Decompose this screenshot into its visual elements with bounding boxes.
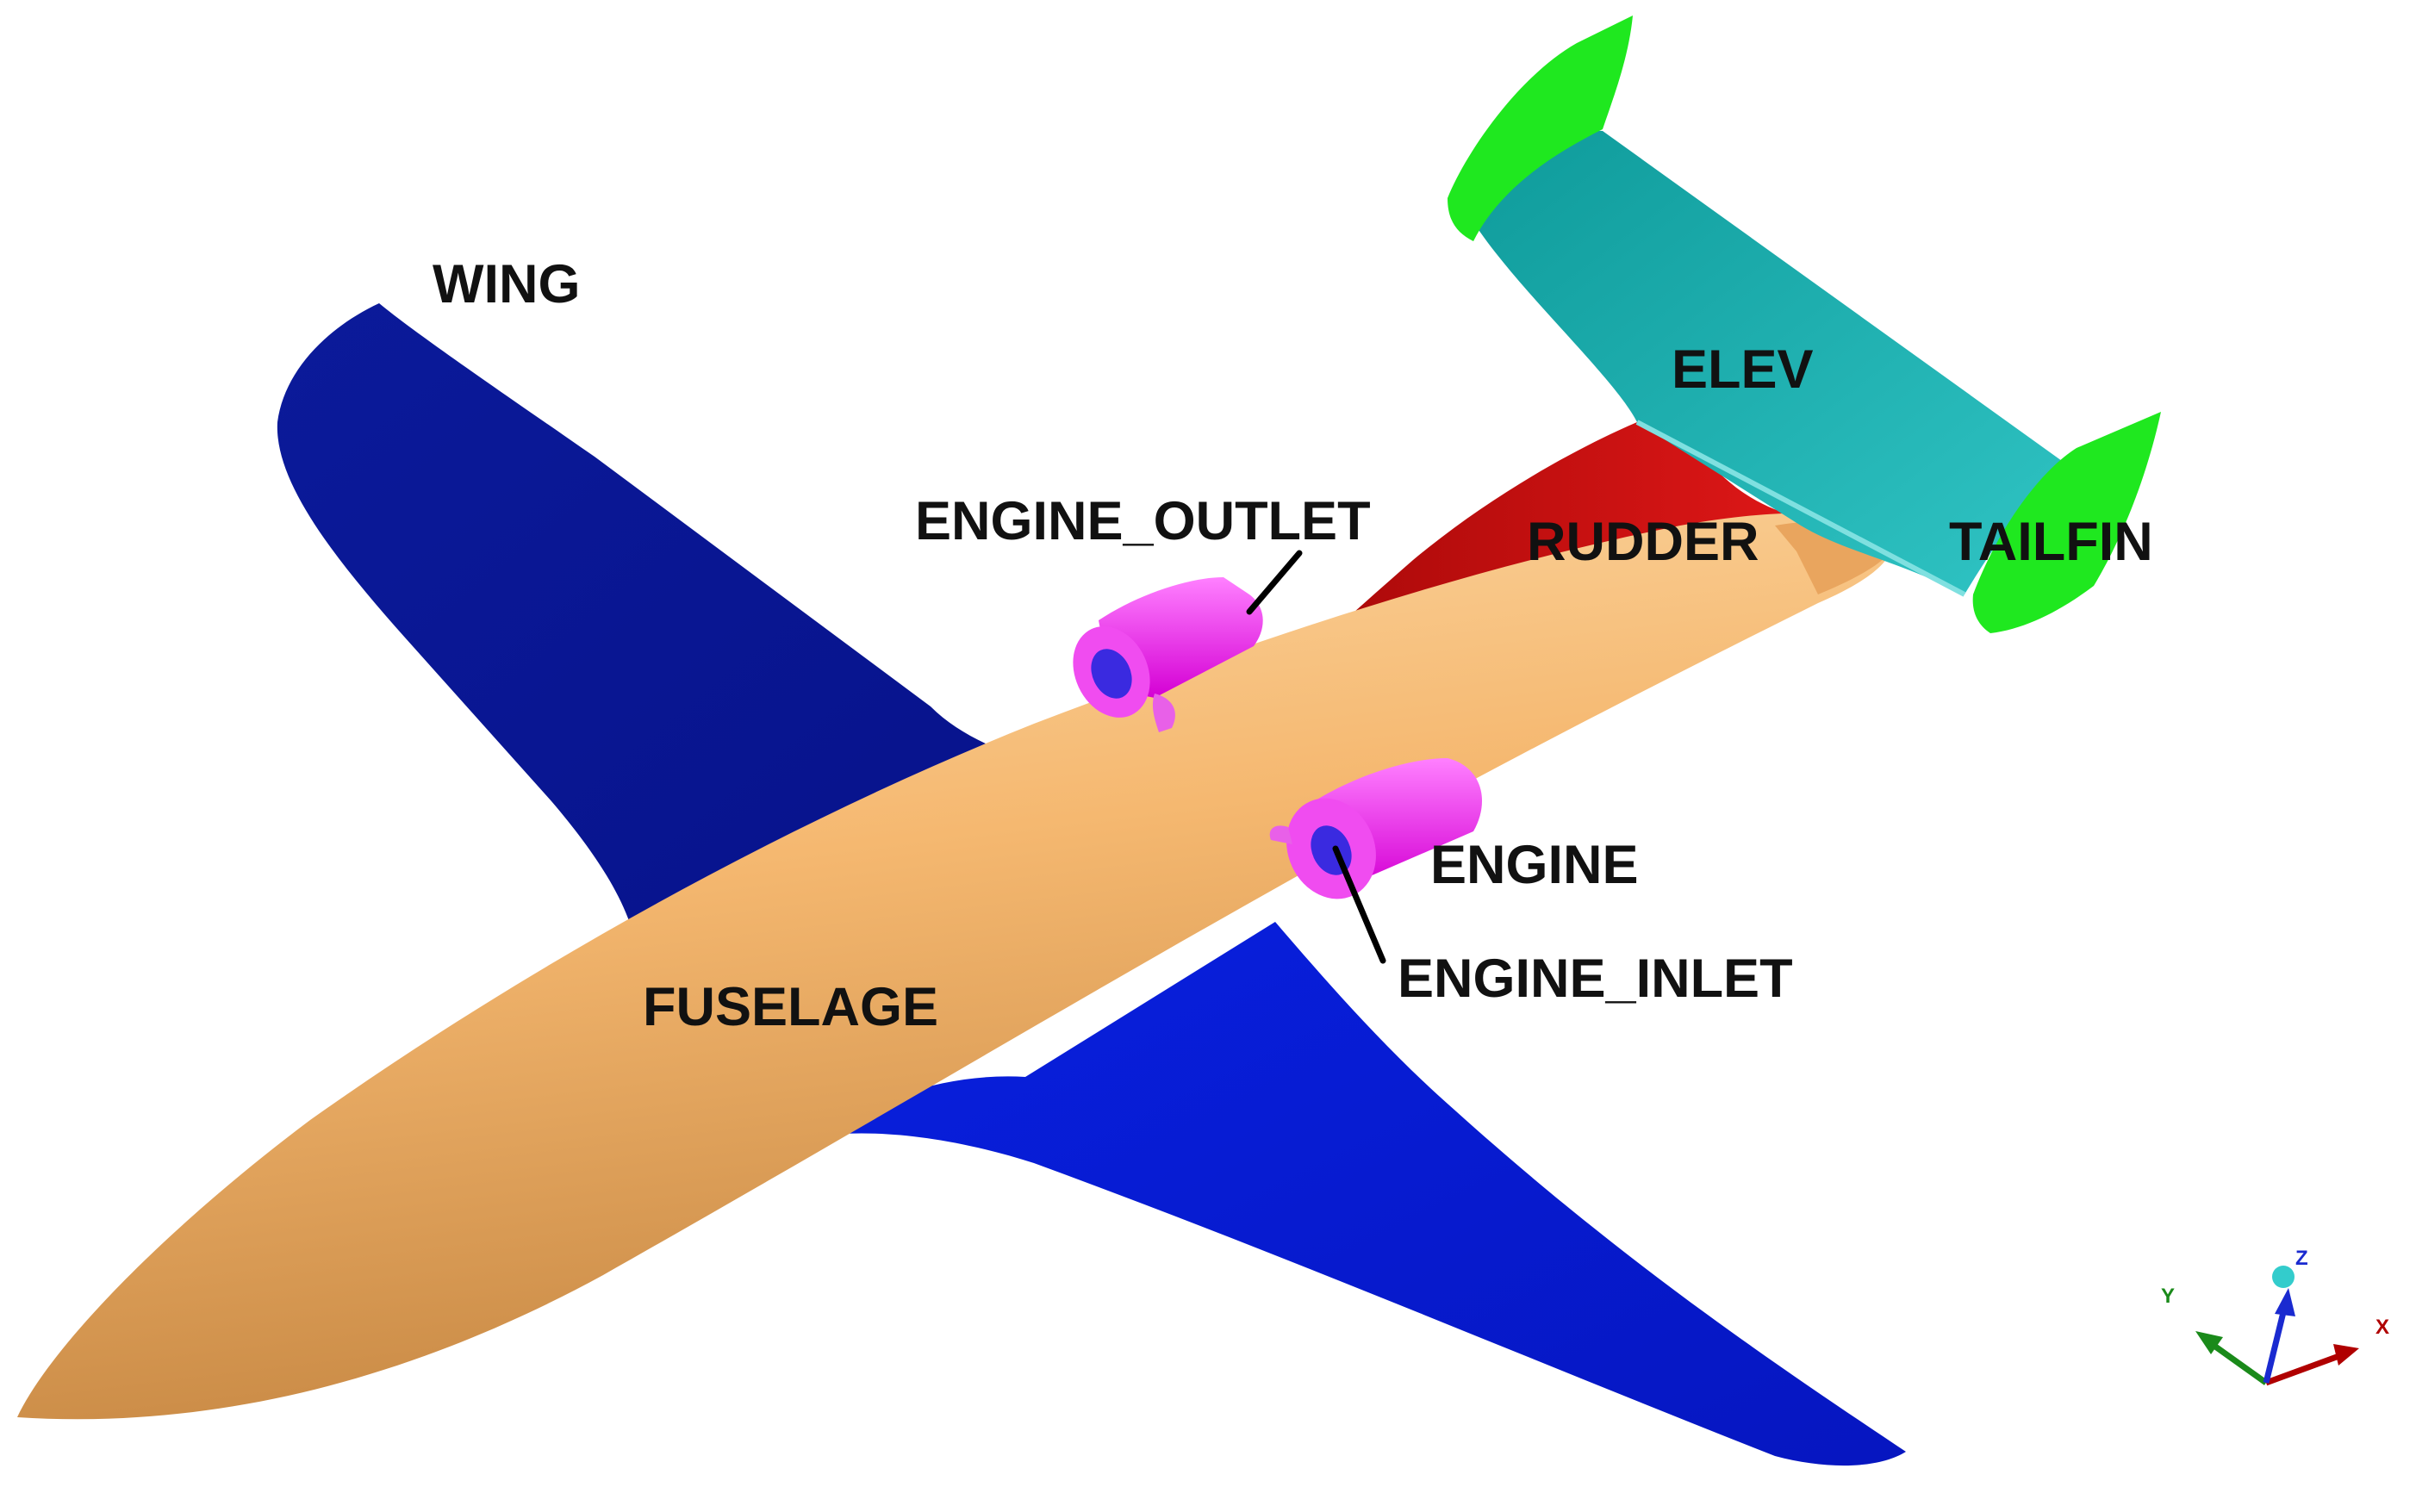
axis-z-label: Z bbox=[2295, 1247, 2308, 1270]
axis-triad: Y X Z bbox=[2161, 1247, 2389, 1386]
axis-x-arrowhead bbox=[2333, 1344, 2359, 1366]
wing-right bbox=[810, 922, 1906, 1466]
axis-z-arrowhead bbox=[2275, 1288, 2295, 1316]
elevator-leading-edge bbox=[1635, 420, 1966, 597]
axis-x-label: X bbox=[2376, 1316, 2389, 1339]
tailfin-right bbox=[1972, 412, 2161, 633]
engine-pod bbox=[1269, 758, 1482, 899]
axis-y-label: Y bbox=[2161, 1285, 2175, 1308]
engine-outlet-pod bbox=[1073, 577, 1263, 732]
fuselage bbox=[17, 513, 1893, 1420]
label-wing: WING bbox=[433, 254, 580, 314]
label-tailfin: TAILFIN bbox=[1949, 512, 2153, 572]
label-engine: ENGINE bbox=[1430, 835, 1639, 895]
label-rudder: RUDDER bbox=[1527, 512, 1759, 572]
axis-z-arrow bbox=[2263, 1304, 2288, 1384]
engine-inlet-leader bbox=[1332, 845, 1386, 964]
engine-outlet-leader bbox=[1246, 550, 1303, 615]
tailfin-left bbox=[1448, 16, 1633, 241]
label-elev: ELEV bbox=[1672, 339, 1814, 400]
axis-x-arrow bbox=[2264, 1351, 2345, 1386]
label-engine-inlet: ENGINE_INLET bbox=[1398, 949, 1793, 1009]
axis-origin-marker bbox=[2272, 1266, 2295, 1288]
label-engine-outlet: ENGINE_OUTLET bbox=[915, 491, 1371, 551]
elevator bbox=[1456, 130, 2068, 594]
axis-y-arrowhead bbox=[2195, 1331, 2223, 1354]
label-fuselage: FUSELAGE bbox=[643, 977, 938, 1037]
